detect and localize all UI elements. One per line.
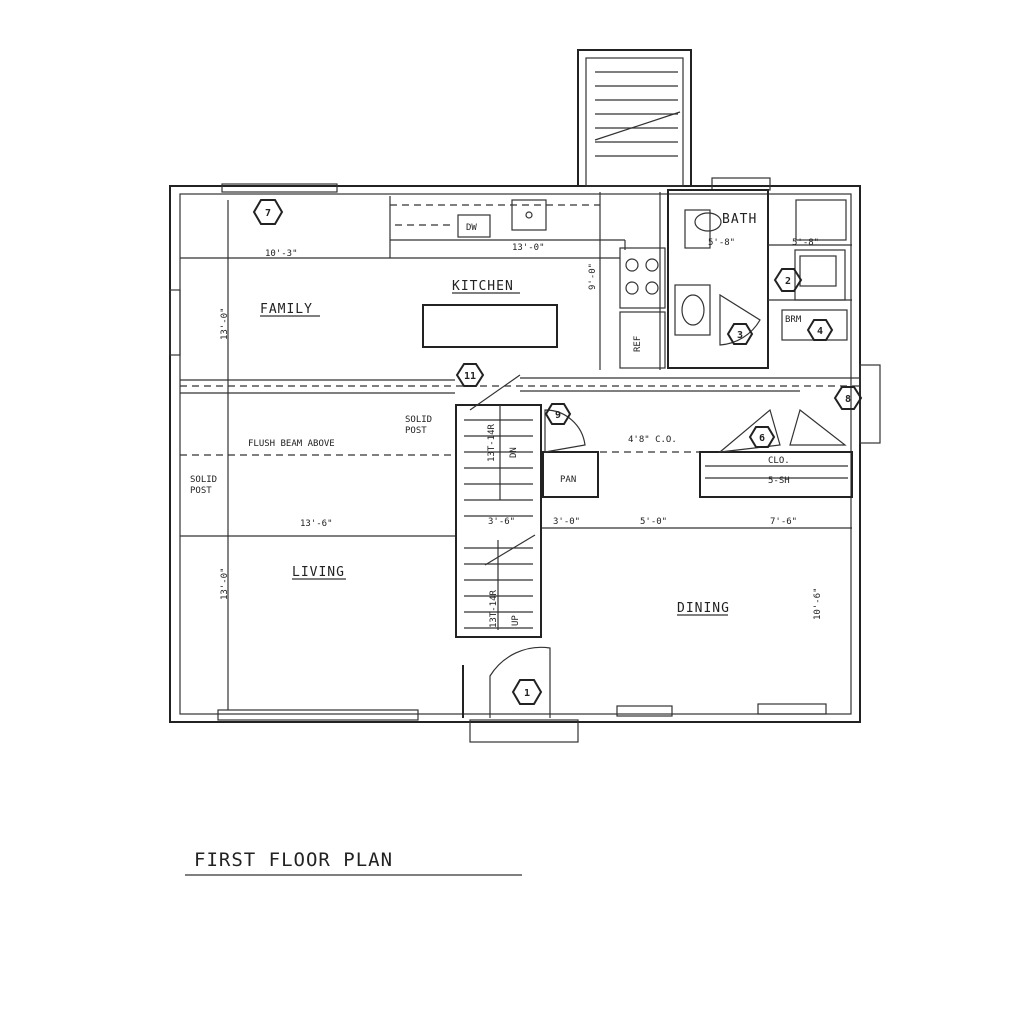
dim-5-0: 5'-0" [640,517,667,527]
beam-lines [180,204,860,456]
dim-kitchen-depth: 9'-0" [588,263,598,290]
dim-living-depth: 13'-0" [220,567,230,600]
dim-bath-width-1: 5'-8" [708,238,735,248]
solid-post-center-2: POST [405,426,427,436]
hex-markers: 1 2 3 4 6 7 8 9 [252,199,863,705]
bath-label: BATH [722,212,757,227]
opening-note: 4'8" C.O. [628,435,677,445]
stairs-down-count: 13T-14R [487,423,497,462]
dim-7-6: 7'-6" [770,517,797,527]
marker-2: 2 [773,268,803,292]
svg-text:2: 2 [785,276,791,287]
stairs-up-label: UP [511,615,521,626]
flush-beam-note: FLUSH BEAM ABOVE [248,439,335,449]
living-label: LIVING [292,565,345,580]
windows [169,177,881,721]
marker-3: 3 [726,323,754,345]
bath-area [667,189,852,369]
dim-family-width: 10'-3" [265,249,298,259]
stairs-down-label: DN [509,447,519,458]
dim-stair-width: 3'-6" [488,517,515,527]
shelves-label: 5-SH [768,476,790,486]
marker-11: 11 [455,363,485,387]
svg-text:9: 9 [555,410,561,421]
pantry-label: PAN [560,475,576,485]
svg-text:4: 4 [817,326,823,337]
dishwasher-label: DW [466,223,477,233]
interior-lines [180,200,860,710]
solid-post-center-1: SOLID [405,415,432,425]
marker-9: 9 [544,403,572,425]
svg-text:11: 11 [464,371,476,382]
svg-text:7: 7 [265,208,271,219]
svg-text:3: 3 [737,330,743,341]
rear-stair-projection [577,49,692,187]
dim-kitchen-width: 13'-0" [512,243,545,253]
dining-label: DINING [677,601,730,616]
solid-post-left-2: POST [190,486,212,496]
kitchen-label: KITCHEN [452,279,514,294]
plan-title: FIRST FLOOR PLAN [194,849,393,871]
stairs-up-count: 13T-14R [489,589,499,628]
marker-7: 7 [252,199,284,225]
brm-label: BRM [785,315,802,325]
stairs [455,374,542,638]
dim-3-0: 3'-0" [553,517,580,527]
solid-post-left-1: SOLID [190,475,217,485]
pantry-closet [542,408,853,498]
dim-dining-depth: 10'-6" [813,587,823,620]
svg-text:8: 8 [845,394,851,405]
marker-4: 4 [806,319,834,341]
dim-family-depth: 13'-0" [220,307,230,340]
marker-8: 8 [833,386,863,410]
family-label: FAMILY [260,302,313,317]
marker-6: 6 [748,426,776,448]
front-entry [462,646,579,743]
marker-1: 1 [511,679,543,705]
closet-label: CLO. [768,456,790,466]
dim-bath-width-2: 5'-8" [792,238,819,248]
svg-text:1: 1 [524,688,530,699]
kitchen-cabinets [389,192,666,370]
refrigerator-label: REF [633,336,643,352]
dim-living-width: 13'-6" [300,519,333,529]
svg-text:6: 6 [759,433,765,444]
